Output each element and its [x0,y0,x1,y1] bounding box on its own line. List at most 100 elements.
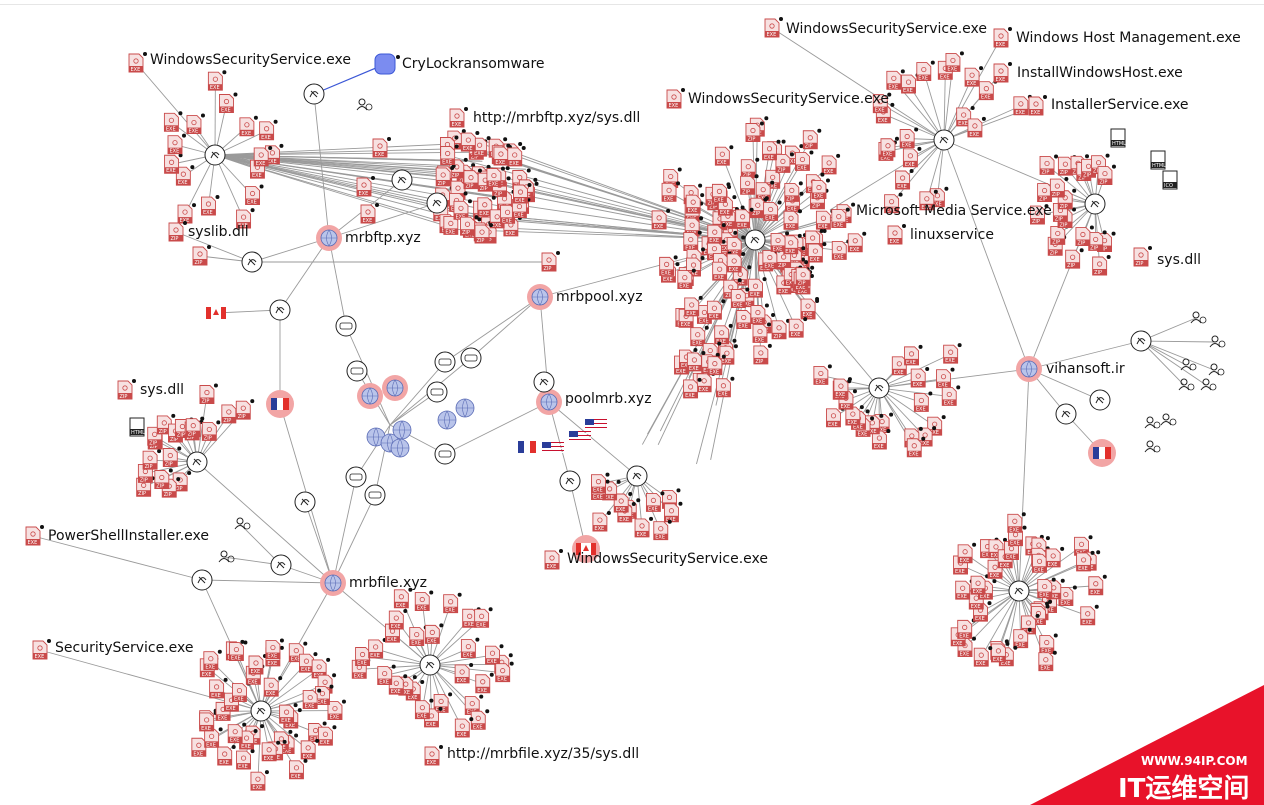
exe-file-icon[interactable]: EXE [204,727,223,748]
exe-file-icon[interactable]: EXE [1013,627,1032,649]
exe-file-icon[interactable]: EXE [217,744,236,766]
download-hub-left-icon[interactable] [186,451,208,473]
html-hub-icon[interactable] [426,192,448,214]
exe-file-icon[interactable]: EXE [913,391,933,412]
exe-file-icon[interactable]: EXE [645,491,665,512]
exe-file-icon[interactable]: EXE [661,181,681,202]
exe-file-icon[interactable]: EXE [1007,512,1026,533]
exe-file-icon[interactable]: EXE [916,60,935,82]
exe-file-icon[interactable]: EXE [964,66,984,87]
user-icon[interactable] [1160,413,1177,426]
exe-file-icon[interactable]: EXE [300,738,320,760]
user-hub-icon[interactable] [391,169,413,191]
user-icon[interactable] [218,550,235,563]
exe-file-icon[interactable]: EXE [454,662,474,684]
exe-file-icon[interactable]: EXE [602,479,621,501]
exe-file-icon[interactable]: EXE [783,209,803,230]
exe-file-icon[interactable]: EXE [302,688,322,710]
exe-file-icon[interactable]: EXE [470,709,490,730]
label-vihansoft[interactable]: vihansoft.ir [1046,361,1125,377]
html-file-icon[interactable]: HTML [129,417,145,437]
exe-file-icon[interactable]: EXE [472,136,491,157]
exe-file-icon[interactable]: EXE [356,176,375,197]
install-windows-host-file-icon[interactable]: EXE [993,62,1012,83]
zip-file-icon[interactable]: ZIP [1049,177,1069,198]
exe-file-icon[interactable]: EXE [493,145,512,166]
exe-file-icon[interactable]: EXE [228,640,248,662]
exe-file-icon[interactable]: EXE [910,367,930,388]
exe-file-icon[interactable]: EXE [800,297,820,318]
exe-file-icon[interactable]: EXE [973,646,993,667]
zip-file-icon[interactable]: ZIP [192,245,211,266]
user-hub-right2-icon[interactable] [1089,389,1111,411]
exe-file-icon[interactable]: EXE [726,251,746,273]
exe-file-icon[interactable]: EXE [719,344,738,365]
exe-file-icon[interactable]: EXE [1038,650,1057,672]
zip-file-icon[interactable]: ZIP [771,318,791,340]
sysdll-right-file-icon[interactable]: ZIP [1133,246,1152,267]
user-icon[interactable] [1180,358,1197,371]
exe-file-icon[interactable]: EXE [880,136,899,158]
zip-file-icon[interactable]: ZIP [201,420,221,441]
exe-file-icon[interactable]: EXE [236,749,255,770]
script-hub-right-icon[interactable] [933,129,955,151]
exe-file-icon[interactable]: EXE [664,501,683,523]
exe-file-icon[interactable]: EXE [884,192,903,214]
exe-file-icon[interactable]: EXE [477,195,496,217]
network-hub-icon[interactable] [346,360,368,382]
user-icon-top[interactable] [356,98,373,111]
zip-file-icon[interactable]: ZIP [1030,204,1049,225]
zip-file-icon[interactable]: ZIP [802,128,822,150]
zip-file-icon[interactable]: ZIP [795,265,815,287]
zip-file-icon[interactable]: ZIP [154,468,173,489]
user-icon[interactable] [234,517,251,530]
exe-file-icon[interactable]: EXE [683,230,702,252]
exe-file-icon[interactable]: EXE [752,322,771,343]
exe-file-icon[interactable]: EXE [807,242,827,263]
syslib-file-icon[interactable]: ZIP [168,221,187,242]
exe-file-icon[interactable]: EXE [895,169,914,190]
sysdll-left-file-icon[interactable]: ZIP [117,379,136,400]
zip-file-icon[interactable]: ZIP [750,196,769,217]
exe-file-icon[interactable]: EXE [1076,550,1095,572]
exe-file-icon[interactable]: EXE [763,200,782,221]
exe-file-icon[interactable]: EXE [871,429,891,450]
download-hub-icon[interactable] [241,251,263,273]
exe-file-icon[interactable]: EXE [755,180,775,202]
ip-node-globe[interactable] [455,398,475,418]
exe-file-icon[interactable]: EXE [388,674,408,695]
flag-us-3[interactable] [542,442,564,453]
exe-file-icon[interactable]: EXE [686,350,706,372]
exe-file-icon[interactable]: EXE [250,770,269,791]
zip-file-icon[interactable]: ZIP [784,181,803,202]
zip-file-icon[interactable]: ZIP [463,168,482,190]
exe-file-icon[interactable]: EXE [683,377,702,399]
sync-hub-left-icon[interactable] [269,299,291,321]
exe-file-icon[interactable]: EXE [507,145,526,167]
domain-mrbfile[interactable] [320,570,346,596]
ip-node-globe[interactable] [366,427,386,447]
exe-file-icon[interactable]: EXE [299,652,318,673]
flag-france-right[interactable] [1088,439,1116,467]
domain-mrbftp[interactable] [316,225,342,251]
zip-file-icon[interactable]: ZIP [753,343,772,365]
network-hub-icon[interactable] [434,351,456,373]
exe-file-icon[interactable]: EXE [167,133,186,155]
exe-file-icon[interactable]: EXE [1088,574,1107,596]
user-icon[interactable] [1200,378,1217,391]
call-hub-mid-icon[interactable] [626,465,648,487]
exe-file-icon[interactable]: EXE [886,69,905,90]
exe-file-icon[interactable]: EXE [967,116,986,138]
zip-file-icon[interactable]: ZIP [541,251,560,272]
http-mrbfile-file-icon[interactable]: EXE [424,745,443,766]
exe-file-icon[interactable]: EXE [891,354,911,376]
windows-host-mgmt-file-icon[interactable]: EXE [993,27,1012,48]
http-sysdll-file-icon[interactable]: EXE [449,107,468,128]
exe-file-icon[interactable]: EXE [495,661,514,683]
exe-file-icon[interactable]: EXE [794,150,814,171]
exe-file-icon[interactable]: EXE [460,131,480,152]
exe-file-icon[interactable]: EXE [634,516,654,538]
exe-file-icon[interactable]: EXE [248,653,267,675]
exe-file-icon[interactable]: EXE [906,436,926,458]
domain-mrbpool[interactable] [527,284,553,310]
